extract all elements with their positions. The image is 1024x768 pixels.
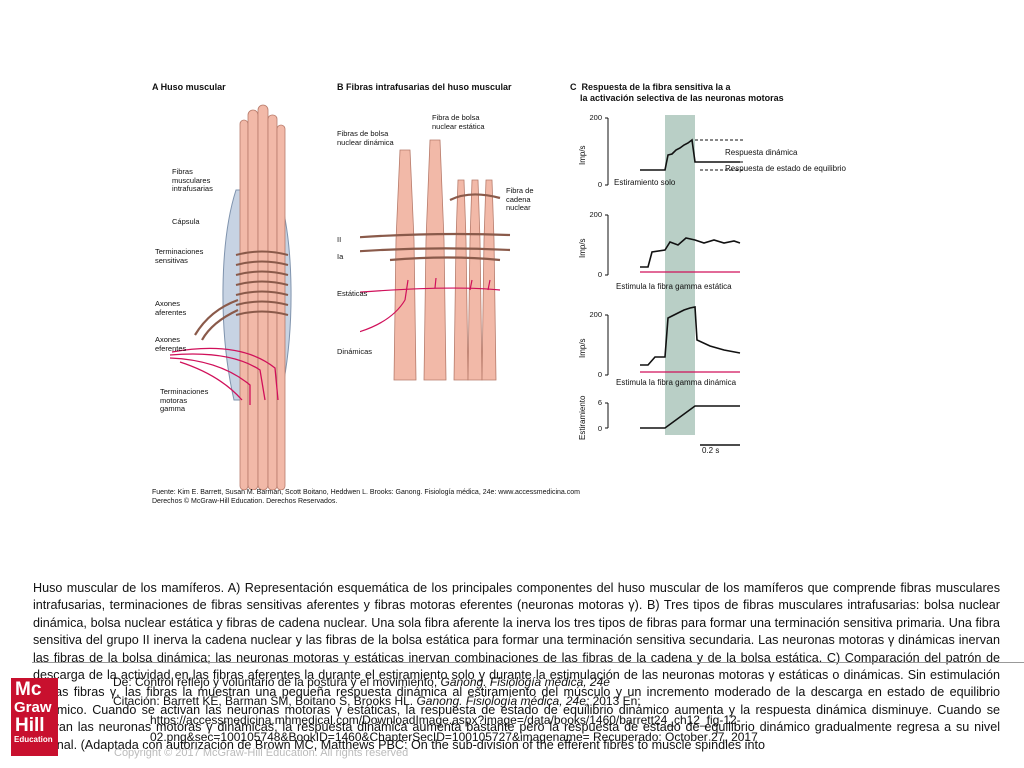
label-bolsa-dinamica: Fibras de bolsa nuclear dinámica bbox=[337, 129, 394, 147]
ylabel-imp-3: Imp/s bbox=[578, 338, 587, 358]
mcgraw-hill-logo: Mc Graw Hill Education bbox=[11, 678, 58, 756]
trace-gamma-dynamic bbox=[640, 306, 741, 366]
discharge-traces bbox=[605, 115, 745, 446]
label-terminaciones-gamma: Terminaciones motoras gamma bbox=[160, 387, 209, 413]
label-estaticas: Estáticas bbox=[337, 289, 368, 298]
citation-authors-suffix: 2013 En: bbox=[589, 694, 641, 708]
citation-url-1: https://accessmedicina.mhmedical.com/Dow… bbox=[150, 713, 741, 727]
footer-divider bbox=[32, 662, 1024, 663]
citation-de-book: Ganong. Fisiología médica, 24e bbox=[440, 675, 610, 689]
label-dinamicas: Dinámicas bbox=[337, 347, 373, 356]
ylabel-imp-2: Imp/s bbox=[578, 238, 587, 258]
intrafusal-fibers-drawing bbox=[360, 139, 511, 381]
label-respuesta-equilibrio: Respuesta de estado de equilibrio bbox=[725, 164, 846, 173]
label-axones-aferentes: Axones aferentes bbox=[155, 299, 187, 317]
label-bolsa-estatica: Fibra de bolsa nuclear estática bbox=[432, 113, 485, 131]
tick-0-2: 0 bbox=[597, 270, 602, 279]
label-Ia: Ia bbox=[337, 252, 344, 261]
trace-stretch-alone bbox=[640, 138, 740, 171]
label-axones-eferentes: Axones eferentes bbox=[155, 335, 187, 353]
logo-line-3: Hill bbox=[15, 715, 45, 736]
logo-line-1: Mc bbox=[15, 679, 42, 700]
muscle-spindle-drawing bbox=[169, 104, 292, 490]
label-gamma-estatica: Estimula la fibra gamma estática bbox=[616, 282, 732, 291]
tick-200-2: 200 bbox=[589, 210, 602, 219]
label-terminaciones-sensitivas: Terminaciones sensitivas bbox=[155, 247, 204, 265]
tick-200-3: 200 bbox=[589, 310, 602, 319]
label-gamma-dinamica: Estimula la fibra gamma dinámica bbox=[616, 378, 737, 387]
citation-authors: Citación: Barrett KE, Barman SM, Boitano… bbox=[113, 694, 641, 708]
figure: A Huso muscular B Fibras intrafusarias d… bbox=[152, 82, 846, 505]
label-II: II bbox=[337, 235, 342, 244]
trace-gamma-static bbox=[640, 237, 741, 268]
figure-source: Fuente: Kim E. Barrett, Susan M. Barman,… bbox=[152, 489, 580, 505]
label-estiramiento-solo: Estiramiento solo bbox=[614, 178, 676, 187]
label-fibras-intrafusarias: Fibras musculares intrafusarias bbox=[172, 167, 213, 193]
panel-b-title: B Fibras intrafusarias del huso muscular bbox=[337, 82, 512, 92]
citation-de: De: Control reflejo y voluntario de la p… bbox=[113, 675, 610, 689]
trace-stretch-input bbox=[640, 405, 740, 429]
label-respuesta-dinamica: Respuesta dinámica bbox=[725, 148, 798, 157]
copyright-notice: Copyright © 2017 McGraw-Hill Education. … bbox=[114, 747, 409, 759]
citation-authors-book: Ganong. Fisiología médica, 24e; bbox=[416, 694, 590, 708]
citation-url-2: 02.png&sec=100105748&BookID=1460&Chapter… bbox=[150, 730, 758, 744]
panel-a-title: A Huso muscular bbox=[152, 82, 226, 92]
figure-caption: Huso muscular de los mamíferos. A) Repre… bbox=[33, 581, 1000, 752]
tick-0-3: 0 bbox=[597, 370, 602, 379]
logo-line-2: Graw bbox=[14, 699, 52, 716]
tick-6: 6 bbox=[597, 398, 602, 407]
panel-c-title: C Respuesta de la fibra sensitiva Ia a l… bbox=[570, 82, 784, 103]
stretch-period-band bbox=[665, 115, 695, 435]
tick-0-4: 0 bbox=[597, 424, 602, 433]
label-time-scale: 0.2 s bbox=[702, 446, 720, 455]
tick-200-1: 200 bbox=[589, 113, 602, 122]
label-cadena-nuclear: Fibra de cadena nuclear bbox=[506, 186, 534, 212]
logo-line-4: Education bbox=[14, 735, 53, 744]
tick-0-1: 0 bbox=[597, 180, 602, 189]
citation-authors-prefix: Citación: Barrett KE, Barman SM, Boitano… bbox=[113, 694, 417, 708]
citation-de-prefix: De: Control reflejo y voluntario de la p… bbox=[113, 675, 441, 689]
ylabel-imp-1: Imp/s bbox=[578, 145, 587, 165]
label-capsula: Cápsula bbox=[172, 217, 200, 226]
